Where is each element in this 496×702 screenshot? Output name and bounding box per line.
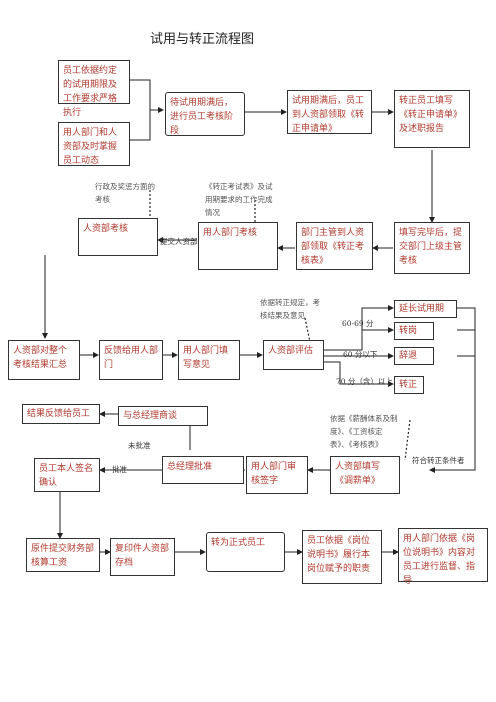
score-below-60-label: 60 分以下 bbox=[343, 350, 378, 359]
apply-form-box: 试用期满后，员工到人资部领取《转正申请单》 bbox=[287, 90, 372, 134]
dept-review-box: 用人部门审核签字 bbox=[246, 456, 308, 494]
not-approved-label: 未批准 bbox=[128, 441, 151, 450]
dept-opinion-box: 用人部门填写意见 bbox=[178, 340, 240, 380]
transfer-box: 转岗 bbox=[394, 322, 434, 340]
become-regular-scroll: 转为正式员工 bbox=[206, 532, 285, 572]
feedback-dept-box: 反馈给用人部门 bbox=[99, 340, 163, 380]
salary-form-box: 人资部填写《调薪单》 bbox=[330, 456, 400, 494]
basis-salary-note: 依据《薪酬体系及制度》、《工资核定表》、《考核表》 bbox=[330, 414, 398, 449]
score-70-up-label: 70 分（含）以上 bbox=[336, 377, 393, 386]
hr-summary-box: 人资部对整个考核结果汇总 bbox=[8, 340, 80, 380]
gm-talk-box: 与总经理商谈 bbox=[118, 406, 208, 426]
regular-box: 转正 bbox=[394, 376, 424, 394]
fill-apply-box: 转正员工填写《转正申请单》及述职报告 bbox=[394, 90, 470, 148]
basis-regular-note: 依据转正规定，考核结果及意见 bbox=[260, 298, 320, 320]
dept-hr-track-box: 用人部门和人资部及时掌握员工动态 bbox=[58, 122, 130, 166]
dept-head-get-box: 部门主管到人资部领取《转正考核表》 bbox=[296, 222, 373, 270]
test-form-note: 《转正考试表》及试用期要求的工作完成情况 bbox=[205, 182, 273, 217]
gm-approve-box: 总经理批准 bbox=[162, 456, 244, 484]
extend-box: 延长试用期 bbox=[394, 300, 457, 318]
employee-contract-box: 员工依据约定的试用期限及工作要求严格执行 bbox=[58, 60, 130, 118]
page-title: 试用与转正流程图 bbox=[150, 32, 255, 47]
admin-reward-note: 行政及奖惩方面的考核 bbox=[95, 182, 155, 204]
employee-sign-box: 员工本人签名确认 bbox=[34, 458, 100, 492]
probation-end-scroll: 待试用期满后，进行员工考核阶段 bbox=[165, 92, 245, 136]
perform-duty-box: 员工依据《岗位说明书》履行本岗位赋予的职责 bbox=[302, 530, 382, 584]
approved-label: 批准 bbox=[112, 465, 127, 474]
submit-manager-box: 填写完毕后，提交部门上级主管考核 bbox=[394, 222, 470, 274]
dept-assess-box: 用人部门考核 bbox=[198, 222, 278, 270]
submit-hr-label: 提交人资部 bbox=[160, 237, 198, 246]
meets-condition-label: 符合转正条件者 bbox=[412, 456, 465, 465]
result-feedback-box: 结果反馈给员工 bbox=[22, 404, 100, 424]
hr-evaluate-box: 人资部评估 bbox=[263, 340, 324, 370]
dismiss-box: 辞退 bbox=[394, 347, 434, 365]
hr-assess-box: 人资部考核 bbox=[78, 218, 158, 256]
supervise-box: 用人部门依据《岗位说明书》内容对员工进行监督、指导 bbox=[398, 528, 488, 586]
archive-box: 复印件人资部存档 bbox=[110, 538, 175, 576]
score-60-69-label: 60-69 分 bbox=[342, 319, 374, 328]
finance-box: 原件提交财务部核算工资 bbox=[26, 538, 100, 572]
